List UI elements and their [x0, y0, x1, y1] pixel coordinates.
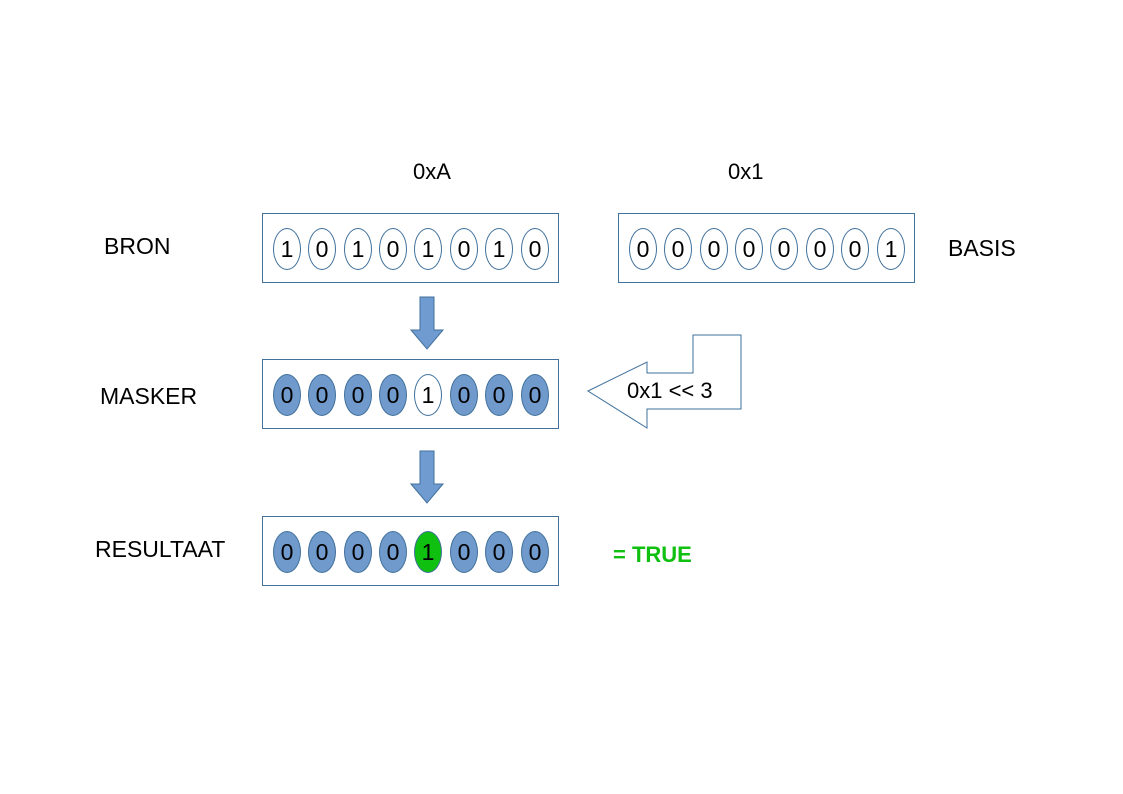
bron-bit: 1 — [414, 228, 442, 270]
bron-label: BRON — [104, 233, 171, 259]
resultaat-register: 0 0 0 0 1 0 0 0 — [262, 516, 559, 586]
basis-bit: 0 — [770, 228, 798, 270]
basis-register: 0 0 0 0 0 0 0 1 — [618, 213, 915, 283]
bron-bit: 1 — [273, 228, 301, 270]
masker-bit: 0 — [485, 374, 513, 416]
basis-bit: 1 — [877, 228, 905, 270]
masker-bit: 1 — [414, 374, 442, 416]
base-hex-label: 0x1 — [728, 159, 764, 184]
resultaat-bit: 0 — [450, 531, 478, 573]
masker-bit: 0 — [308, 374, 336, 416]
bron-bit: 0 — [379, 228, 407, 270]
masker-bit: 0 — [521, 374, 549, 416]
masker-register: 0 0 0 0 1 0 0 0 — [262, 359, 559, 429]
resultaat-bit: 0 — [308, 531, 336, 573]
resultaat-bit-highlight: 1 — [414, 531, 442, 573]
masker-bit: 0 — [273, 374, 301, 416]
masker-bit: 0 — [344, 374, 372, 416]
bron-bit: 0 — [521, 228, 549, 270]
source-hex-label: 0xA — [413, 159, 451, 184]
basis-bit: 0 — [629, 228, 657, 270]
bron-bit: 1 — [485, 228, 513, 270]
bron-bit: 0 — [308, 228, 336, 270]
resultaat-label: RESULTAAT — [95, 536, 226, 562]
masker-bit: 0 — [379, 374, 407, 416]
resultaat-bit: 0 — [273, 531, 301, 573]
masker-bit: 0 — [450, 374, 478, 416]
basis-bit: 0 — [806, 228, 834, 270]
basis-bit: 0 — [664, 228, 692, 270]
resultaat-bit: 0 — [344, 531, 372, 573]
resultaat-bit: 0 — [379, 531, 407, 573]
resultaat-bit: 0 — [485, 531, 513, 573]
down-arrow-icon — [410, 450, 444, 504]
resultaat-bit: 0 — [521, 531, 549, 573]
shift-expression: 0x1 << 3 — [627, 378, 713, 403]
basis-bit: 0 — [841, 228, 869, 270]
bron-bit: 0 — [450, 228, 478, 270]
bron-bit: 1 — [344, 228, 372, 270]
down-arrow-icon — [410, 296, 444, 350]
basis-bit: 0 — [700, 228, 728, 270]
shift-arrow-icon — [587, 334, 742, 429]
result-true-label: = TRUE — [613, 542, 692, 567]
bron-register: 1 0 1 0 1 0 1 0 — [262, 213, 559, 283]
masker-label: MASKER — [100, 383, 198, 409]
basis-bit: 0 — [735, 228, 763, 270]
basis-label: BASIS — [948, 235, 1016, 261]
